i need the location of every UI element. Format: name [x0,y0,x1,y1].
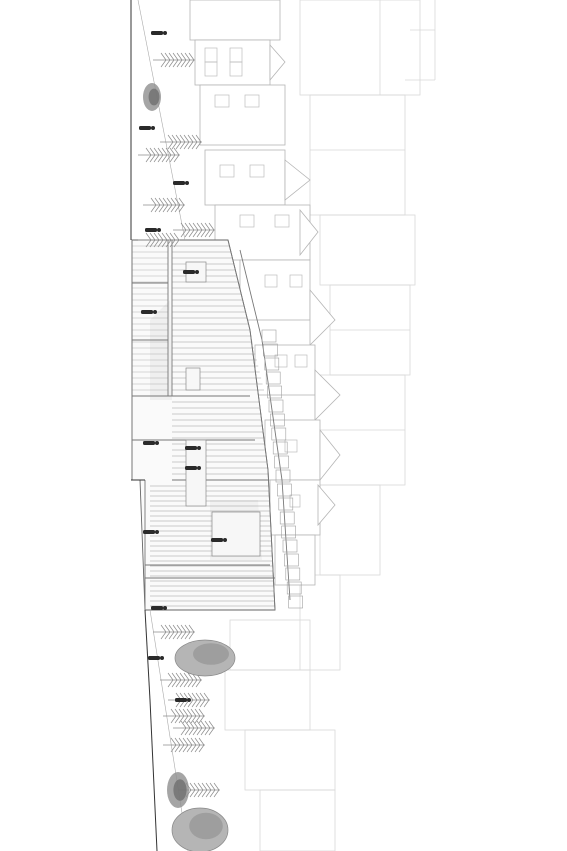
tree-icon [138,147,180,163]
person-icon [143,530,159,534]
tree-icon [174,639,236,677]
tree-icon [171,807,229,851]
ground-line [130,0,189,851]
tree-icon [173,222,215,238]
tree-icon [173,720,215,736]
cars [143,83,189,808]
tree-icon [163,708,205,724]
tree-icon [160,134,202,150]
roof-modules [261,329,303,609]
person-icon [143,441,159,445]
person-icon [185,466,201,470]
person-icon [151,606,167,610]
person-icon [148,656,164,660]
facade-slats [132,245,275,607]
person-icon [145,228,161,232]
person-icon [211,538,227,542]
person-icon [185,446,201,450]
background-houses [189,0,341,586]
person-icon [141,310,157,314]
tree-icon [163,737,205,753]
tree-icon [153,52,195,68]
person-icon [139,126,155,130]
tree-icon [153,624,195,640]
glazing-panels [185,261,261,557]
person-icon [173,181,189,185]
main-building [131,239,303,611]
person-icon [175,698,191,702]
person-icon [183,270,199,274]
house-windows [204,47,308,508]
tree-icon [138,232,180,248]
people [139,31,227,702]
car-icon [167,772,189,808]
tree-icon [143,197,185,213]
building-shadow [150,300,172,400]
car-icon [143,83,161,111]
tree-icon [160,672,202,688]
person-icon [151,31,167,35]
trees [138,52,236,851]
